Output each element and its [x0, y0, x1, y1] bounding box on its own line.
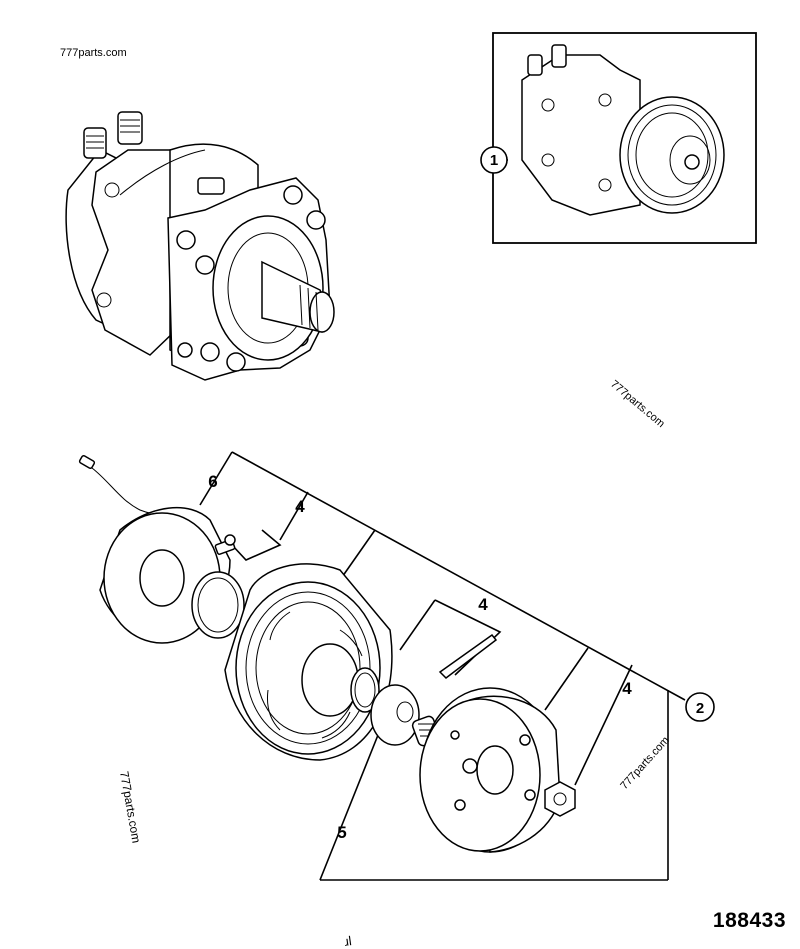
callout-leaders [199, 451, 686, 881]
watermark-right-low: 777parts.com [618, 734, 672, 792]
ref-1-label: 1 [490, 152, 498, 169]
screw-clip [214, 534, 236, 555]
callout-6: 6 [208, 472, 217, 491]
ref-2-label: 2 [696, 700, 704, 717]
callout-4-circlip: 4 [295, 497, 305, 516]
shim-washer [370, 684, 420, 746]
nut [544, 781, 576, 817]
callout-4-nut: 4 [622, 679, 632, 698]
bottom-scribble: ɹl [343, 933, 352, 949]
figure-number: 188433 [712, 909, 786, 932]
watermark-left-vertical: 777parts.com [117, 770, 143, 844]
compressor-inset-illustration [521, 44, 725, 216]
watermark-top-left: 777parts.com [60, 47, 127, 59]
callout-5: 5 [337, 823, 346, 842]
compressor-illustration [65, 111, 335, 381]
hub-plate [419, 687, 561, 853]
coil-wire [78, 455, 191, 516]
callout-4-key: 4 [478, 595, 488, 614]
ref-2-circle [685, 692, 715, 722]
inset-box: 1 [480, 32, 757, 244]
key [438, 633, 498, 679]
watermark-right-mid: 777parts.com [608, 378, 667, 430]
pulley [224, 563, 393, 761]
field-coil [99, 507, 231, 644]
